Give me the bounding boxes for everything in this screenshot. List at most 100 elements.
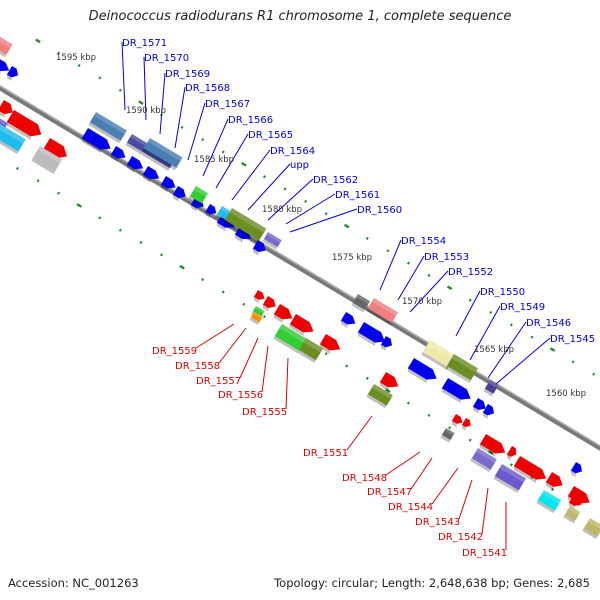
gene-label-forward[interactable]: DR_1570 bbox=[144, 53, 189, 64]
tick-mark bbox=[77, 63, 81, 68]
gene-green[interactable] bbox=[188, 186, 209, 207]
forward-gene-arrow[interactable] bbox=[233, 226, 253, 245]
reverse-gene-arrow[interactable] bbox=[378, 372, 401, 394]
forward-gene-arrow[interactable] bbox=[125, 156, 145, 175]
gene-slateblue[interactable] bbox=[470, 448, 497, 473]
gene-pink[interactable] bbox=[0, 32, 13, 58]
gene-gray[interactable] bbox=[351, 294, 371, 313]
gene-khaki[interactable] bbox=[563, 506, 581, 524]
gene-pink[interactable] bbox=[366, 298, 399, 326]
forward-gene-arrow[interactable] bbox=[0, 58, 12, 77]
gene-label-forward[interactable]: DR_1560 bbox=[357, 205, 402, 216]
reverse-gene-arrow[interactable] bbox=[505, 446, 519, 461]
gene-label-forward[interactable]: DR_1546 bbox=[526, 318, 571, 329]
gene-label-reverse[interactable]: DR_1544 bbox=[388, 502, 433, 513]
gene-olive[interactable] bbox=[445, 354, 479, 383]
gene-slateblue[interactable] bbox=[493, 464, 527, 493]
gene-label-forward[interactable]: DR_1561 bbox=[335, 190, 380, 201]
gene-khaki[interactable] bbox=[582, 518, 600, 540]
forward-gene-arrow[interactable] bbox=[406, 358, 439, 386]
gene-steelblue[interactable] bbox=[142, 138, 183, 171]
gene-label-forward[interactable]: DR_1553 bbox=[424, 252, 469, 263]
gene-label-reverse[interactable]: DR_1542 bbox=[438, 532, 483, 543]
gene-steelblue[interactable] bbox=[88, 112, 127, 144]
reverse-gene-arrow[interactable] bbox=[478, 434, 508, 460]
forward-gene-arrow[interactable] bbox=[339, 312, 358, 330]
gene-label-forward[interactable]: DR_1550 bbox=[480, 287, 525, 298]
gene-label-forward[interactable]: DR_1562 bbox=[313, 175, 358, 186]
gene-label-forward[interactable]: DR_1567 bbox=[205, 99, 250, 110]
reverse-gene-arrow[interactable] bbox=[0, 100, 16, 120]
gene-label-forward[interactable]: DR_1566 bbox=[228, 115, 273, 126]
topology-summary: Topology: circular; Length: 2,648,638 bp… bbox=[274, 576, 590, 590]
gene-label-reverse[interactable]: DR_1551 bbox=[303, 448, 348, 459]
gene-label-forward[interactable]: DR_1568 bbox=[185, 83, 230, 94]
gene-label-forward[interactable]: upp bbox=[290, 160, 309, 171]
forward-gene-arrow[interactable] bbox=[569, 462, 584, 478]
forward-gene-arrow[interactable] bbox=[159, 176, 178, 194]
reverse-gene-arrow[interactable] bbox=[544, 472, 565, 493]
gene-label-reverse[interactable]: DR_1541 bbox=[462, 548, 507, 559]
gene-label-forward[interactable]: DR_1569 bbox=[165, 69, 210, 80]
forward-gene-arrow[interactable] bbox=[215, 214, 237, 234]
forward-gene-arrow[interactable] bbox=[204, 204, 219, 219]
gene-label-reverse[interactable]: DR_1548 bbox=[342, 473, 387, 484]
gene-label-reverse[interactable]: DR_1559 bbox=[152, 346, 197, 357]
forward-gene-arrow[interactable] bbox=[481, 404, 496, 420]
reverse-gene-arrow[interactable] bbox=[272, 304, 295, 326]
reverse-gene-arrow[interactable] bbox=[261, 296, 278, 313]
gene-label-reverse[interactable]: DR_1543 bbox=[415, 517, 460, 528]
reverse-gene-arrow[interactable] bbox=[450, 414, 464, 429]
reverse-gene-arrow[interactable] bbox=[567, 494, 584, 511]
kbp-marker-label: 1560 kbp bbox=[546, 389, 586, 399]
gene-label-forward[interactable]: DR_1565 bbox=[248, 130, 293, 141]
tick-mark bbox=[76, 203, 82, 208]
gene-label-reverse[interactable]: DR_1558 bbox=[175, 361, 220, 372]
kbp-marker-label: 1570 kbp bbox=[402, 297, 442, 307]
gene-label-forward[interactable]: DR_1545 bbox=[550, 334, 595, 345]
gene-orange[interactable] bbox=[249, 312, 263, 325]
reverse-gene-arrow[interactable] bbox=[5, 110, 45, 143]
forward-gene-arrow[interactable] bbox=[171, 186, 188, 203]
gene-label-forward[interactable]: DR_1549 bbox=[500, 302, 545, 313]
gene-label-reverse[interactable]: DR_1547 bbox=[367, 487, 412, 498]
gene-label-forward[interactable]: DR_1571 bbox=[122, 38, 167, 49]
tick-mark bbox=[446, 285, 453, 291]
gene-green[interactable] bbox=[273, 324, 307, 353]
forward-gene-arrow[interactable] bbox=[109, 146, 128, 164]
gene-label-forward[interactable]: DR_1554 bbox=[401, 236, 446, 247]
reverse-gene-arrow[interactable] bbox=[318, 334, 343, 357]
gene-khaki[interactable] bbox=[421, 340, 456, 371]
reverse-gene-arrow[interactable] bbox=[460, 418, 473, 432]
gene-label-reverse[interactable]: DR_1557 bbox=[196, 376, 241, 387]
tick-mark bbox=[343, 223, 350, 229]
gene-gray[interactable] bbox=[440, 428, 455, 443]
reverse-gene-arrow[interactable] bbox=[288, 314, 316, 339]
gene-olive[interactable] bbox=[223, 208, 267, 244]
leader-line bbox=[285, 193, 336, 225]
gene-cyan[interactable] bbox=[536, 490, 562, 514]
reverse-gene-arrow[interactable] bbox=[512, 456, 549, 486]
forward-gene-arrow[interactable] bbox=[440, 378, 473, 406]
gene-label-reverse[interactable]: DR_1556 bbox=[218, 390, 263, 401]
gene-label-forward[interactable]: DR_1552 bbox=[448, 267, 493, 278]
forward-gene-arrow[interactable] bbox=[471, 398, 488, 415]
forward-gene-arrow[interactable] bbox=[5, 66, 20, 82]
gene-olive[interactable] bbox=[366, 384, 393, 409]
gene-olive[interactable] bbox=[297, 338, 324, 363]
forward-gene-arrow[interactable] bbox=[251, 240, 268, 257]
tick-mark bbox=[530, 335, 534, 339]
gene-label-reverse[interactable]: DR_1555 bbox=[242, 407, 287, 418]
leader-line bbox=[379, 239, 402, 291]
tick-mark bbox=[304, 199, 308, 203]
reverse-gene-arrow[interactable] bbox=[252, 290, 266, 305]
forward-gene-arrow[interactable] bbox=[141, 166, 161, 185]
gene-lightgray[interactable] bbox=[31, 146, 63, 174]
forward-gene-arrow[interactable] bbox=[379, 336, 394, 352]
gene-label-forward[interactable]: DR_1564 bbox=[270, 146, 315, 157]
gene-darkslate[interactable] bbox=[483, 380, 499, 397]
forward-gene-arrow[interactable] bbox=[356, 322, 388, 349]
gene-slateblue[interactable] bbox=[262, 232, 282, 250]
forward-gene-arrow[interactable] bbox=[80, 128, 113, 156]
gene-cyan[interactable] bbox=[0, 124, 26, 155]
